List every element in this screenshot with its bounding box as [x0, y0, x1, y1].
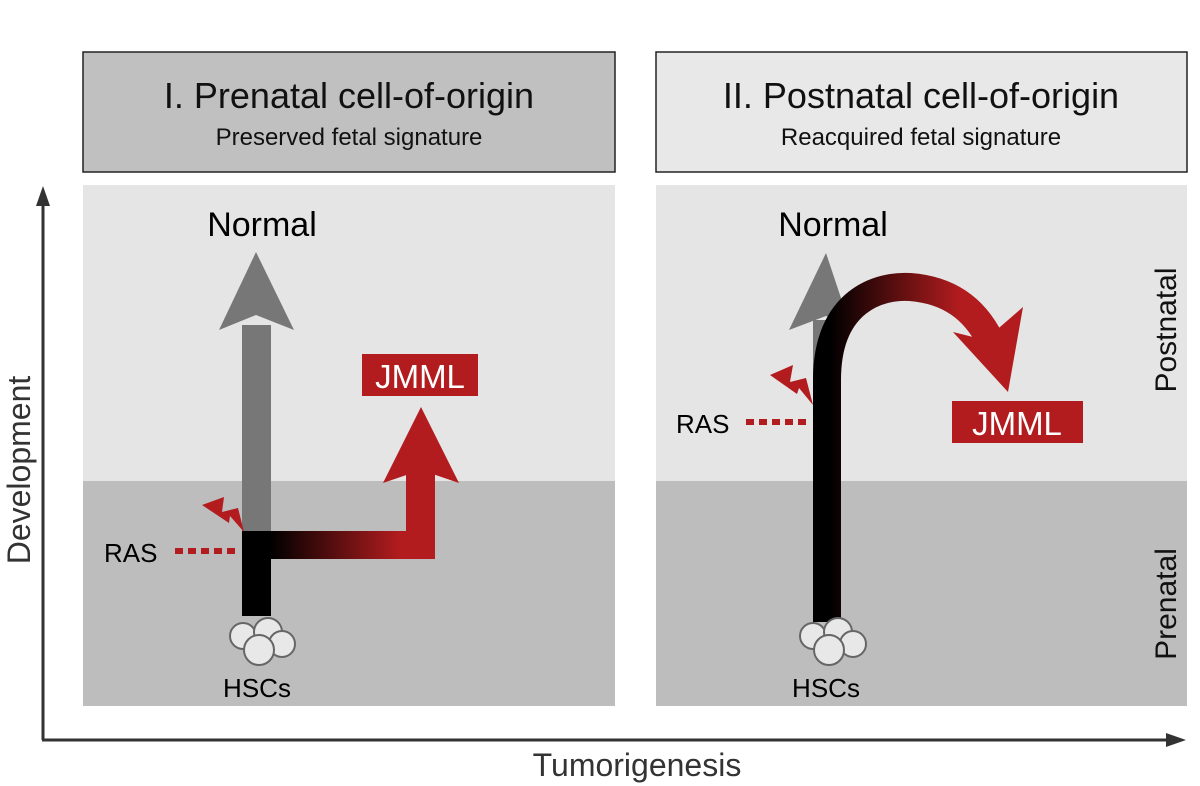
jmml-curved-arrow: [813, 272, 1003, 622]
jmml-label: JMML: [375, 358, 465, 395]
panel-prenatal: I. Prenatal cell-of-origin Preserved fet…: [82, 51, 616, 706]
arrow-right-icon: [1166, 733, 1186, 747]
panel-title: II. Postnatal cell-of-origin: [723, 75, 1119, 116]
postnatal-zone: [83, 185, 615, 481]
y-axis-label: Development: [1, 376, 37, 565]
normal-arrow: [219, 252, 294, 540]
jmml-label: JMML: [972, 405, 1062, 442]
ras-label: RAS: [676, 409, 729, 439]
jmml-arrowhead: [953, 307, 1023, 392]
hsc-cells-icon: [799, 617, 867, 666]
prenatal-zone: [656, 481, 1187, 706]
lightning-icon: [202, 497, 244, 532]
normal-label: Normal: [207, 206, 317, 244]
prenatal-zone: [83, 481, 615, 706]
hsc-label: HSCs: [792, 673, 860, 703]
jmml-badge: [362, 354, 478, 396]
hsc-label: HSCs: [223, 673, 291, 703]
jmml-arrow: [270, 407, 459, 559]
panel-postnatal: II. Postnatal cell-of-origin Reacquired …: [655, 51, 1188, 706]
panel-subtitle: Preserved fetal signature: [216, 124, 483, 151]
stage-prenatal-label: Prenatal: [1150, 548, 1183, 660]
jmml-badge: [952, 401, 1083, 443]
normal-label: Normal: [778, 206, 888, 244]
panel-subtitle: Reacquired fetal signature: [781, 124, 1061, 151]
panel-header: [655, 51, 1188, 173]
panel-header: [82, 51, 616, 173]
lightning-icon: [770, 365, 813, 405]
hsc-trunk: [242, 531, 271, 616]
hsc-cells-icon: [229, 617, 296, 666]
panel-title: I. Prenatal cell-of-origin: [164, 75, 534, 116]
arrow-up-icon: [36, 186, 50, 206]
x-axis-label: Tumorigenesis: [533, 747, 742, 783]
x-axis: [42, 733, 1186, 747]
y-axis: [36, 186, 50, 740]
postnatal-zone: [656, 185, 1187, 481]
stage-postnatal-label: Postnatal: [1150, 267, 1183, 392]
ras-label: RAS: [104, 538, 157, 568]
